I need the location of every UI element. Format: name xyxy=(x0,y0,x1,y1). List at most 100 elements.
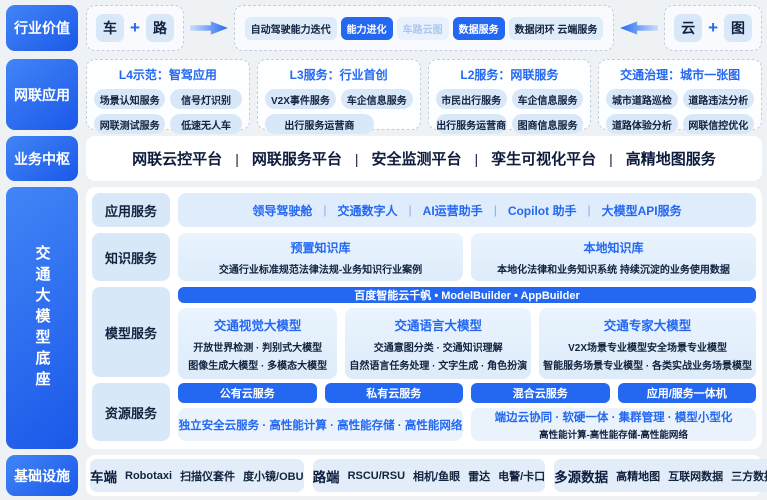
resource-pill: 应用/服务一体机 xyxy=(617,383,756,403)
model-line: 自然语言任务处理 · 文字生成 · 角色扮演 xyxy=(349,361,528,372)
model-line: 交通意图分类 · 交通知识理解 xyxy=(373,343,503,354)
app-service-item: 大模型API服务 xyxy=(601,203,682,218)
sidebar-item-industry-value: 行业价值 xyxy=(6,5,78,51)
service-pill: 图商信息服务 xyxy=(511,114,584,134)
app-services-bar: 领导驾驶舱 | 交通数字人 | AI运营助手 | Copilot 助手 | 大模… xyxy=(178,193,756,227)
infra-title: 路端 xyxy=(312,469,340,485)
card-desc: 本地化法律和业务知识系统 持续沉淀的业务使用数据 xyxy=(497,264,730,276)
infra-title: 车端 xyxy=(90,469,117,485)
sidebar-item-connected-apps: 网联应用 xyxy=(6,59,78,130)
card-desc: 交通行业标准规范法律法规-业务知识行业案例 xyxy=(218,264,423,276)
resource-card-line: 端边云协同 · 软硬一体 · 集群管理 · 模型小型化 xyxy=(494,411,733,424)
resource-card-line: 独立安全云服务 · 高性能计算 · 高性能存储 · 高性能网络 xyxy=(178,419,463,432)
model-line: V2X场景专业模型安全场景专业模型 xyxy=(568,343,727,354)
infra-item: 相机/鱼眼 xyxy=(413,470,461,483)
value-pill: 数据闭环 云端服务 xyxy=(508,16,604,40)
infra-item: 度小镜/OBU xyxy=(243,470,304,483)
plus-icon: + xyxy=(130,18,140,37)
app-section-governance: 交通治理：城市一张图 城市道路巡检 道路违法分析 道路体验分析 网联信控优化 xyxy=(598,59,762,134)
infrastructure-row: 车端 Robotaxi 扫描仪套件 度小镜/OBU 路端 RSCU/RSU 相机… xyxy=(86,455,767,496)
sidebar-item-infrastructure: 基础设施 xyxy=(6,455,78,496)
model-services-row: 模型服务 百度智能云千帆 • ModelBuilder • AppBuilder… xyxy=(92,287,756,379)
infra-item: RSCU/RSU xyxy=(347,469,406,482)
section-title: L4示范：智驾应用 xyxy=(118,68,217,82)
service-pill: 市民出行服务 xyxy=(435,89,507,109)
infra-group-vehicle: 车端 Robotaxi 扫描仪套件 度小镜/OBU xyxy=(90,459,304,492)
model-line: 图像生成大模型 · 多模态大模型 xyxy=(188,361,328,372)
infra-item: 扫描仪套件 xyxy=(180,470,236,483)
model-line: 智能服务场景专业模型 · 各类实战业务场景模型 xyxy=(543,361,752,372)
service-pill: 低速无人车 xyxy=(170,114,242,134)
knowledge-card-preset: 预置知识库 交通行业标准规范法律法规-业务知识行业案例 xyxy=(178,233,463,281)
pipe-separator: | xyxy=(474,150,479,167)
model-title: 交通视觉大模型 xyxy=(213,319,302,333)
platform-item: 安全监测平台 xyxy=(371,151,462,168)
pipe-separator: | xyxy=(323,203,327,217)
road-box: 路 xyxy=(145,14,174,42)
model-line: 开放世界检测 · 判别式大模型 xyxy=(193,343,323,354)
value-pill: 自动驾驶能力迭代 xyxy=(244,16,337,40)
row-label-knowledge: 知识服务 xyxy=(92,233,170,281)
pipe-separator: | xyxy=(408,203,412,217)
app-section-l2: L2服务：网联服务 市民出行服务 车企信息服务 出行服务运营商 图商信息服务 xyxy=(427,59,592,134)
infra-item: 互联网数据 xyxy=(668,470,724,483)
infra-group-road: 路端 RSCU/RSU 相机/鱼眼 雷达 电警/卡口 xyxy=(312,459,546,492)
infra-item: 高精地图 xyxy=(616,470,661,483)
value-chain-row: 车 + 路 自动驾驶能力迭代 能力进化 车路云图 数据服务 数据闭环 云端服务 … xyxy=(86,5,762,51)
model-title: 交通专家大模型 xyxy=(603,319,692,333)
service-pill: 场景认知服务 xyxy=(94,89,166,109)
pipe-separator: | xyxy=(235,150,239,167)
app-service-item: 领导驾驶舱 xyxy=(252,203,313,218)
qianfan-banner: 百度智能云千帆 • ModelBuilder • AppBuilder xyxy=(178,287,756,303)
service-pill: V2X事件服务 xyxy=(264,89,337,109)
value-pill: 车路云图 xyxy=(396,16,449,40)
resource-card-edge: 端边云协同 · 软硬一体 · 集群管理 · 模型小型化 高性能计算-高性能存储-… xyxy=(471,408,756,441)
arrow-right-icon xyxy=(189,21,228,35)
platform-item: 高精地图服务 xyxy=(625,151,716,168)
sidebar-item-business-hub: 业务中枢 xyxy=(6,136,78,181)
model-card-vision: 交通视觉大模型 开放世界检测 · 判别式大模型 图像生成大模型 · 多模态大模型 xyxy=(178,308,338,379)
vehicle-box: 车 xyxy=(96,14,124,42)
knowledge-card-local: 本地知识库 本地化法律和业务知识系统 持续沉淀的业务使用数据 xyxy=(471,233,756,281)
section-title: 交通治理：城市一张图 xyxy=(620,68,741,82)
plus-icon: + xyxy=(708,18,718,37)
cloud-map-group: 云 + 图 xyxy=(664,5,762,51)
pipe-separator: | xyxy=(493,203,497,217)
card-title: 本地知识库 xyxy=(583,240,644,255)
vehicle-road-group: 车 + 路 xyxy=(86,5,184,51)
infra-item: 雷达 xyxy=(468,470,491,483)
capability-pills-group: 自动驾驶能力迭代 能力进化 车路云图 数据服务 数据闭环 云端服务 xyxy=(233,5,615,51)
model-base-panel: 应用服务 领导驾驶舱 | 交通数字人 | AI运营助手 | Copilot 助手… xyxy=(86,187,762,449)
section-title: L3服务：行业首创 xyxy=(289,68,388,82)
main-area: 车 + 路 自动驾驶能力迭代 能力进化 车路云图 数据服务 数据闭环 云端服务 … xyxy=(86,0,767,500)
infra-item: 电警/卡口 xyxy=(498,470,546,483)
resource-card-subline: 高性能计算-高性能存储-高性能网络 xyxy=(539,429,688,441)
app-section-l4: L4示范：智驾应用 场景认知服务 信号灯识别 网联测试服务 低速无人车 xyxy=(86,59,250,134)
infra-group-data: 多源数据 高精地图 互联网数据 三方数据 xyxy=(554,459,767,492)
infra-title: 多源数据 xyxy=(554,469,609,485)
resource-services-row: 资源服务 公有云服务 私有云服务 混合云服务 应用/服务一体机 独立安全云服务 … xyxy=(92,383,756,441)
service-pill: 城市道路巡检 xyxy=(606,89,678,109)
connected-apps-row: L4示范：智驾应用 场景认知服务 信号灯识别 网联测试服务 低速无人车 L3服务… xyxy=(86,59,762,134)
row-label-resources: 资源服务 xyxy=(92,383,170,441)
section-title: L2服务：网联服务 xyxy=(460,68,559,82)
model-card-language: 交通语言大模型 交通意图分类 · 交通知识理解 自然语言任务处理 · 文字生成 … xyxy=(345,308,532,379)
pipe-separator: | xyxy=(609,150,613,167)
platform-item: 网联服务平台 xyxy=(251,151,342,168)
model-card-expert: 交通专家大模型 V2X场景专业模型安全场景专业模型 智能服务场景专业模型 · 各… xyxy=(539,308,756,379)
pipe-separator: | xyxy=(587,203,591,217)
row-label-app-services: 应用服务 xyxy=(92,193,170,227)
app-section-l3: L3服务：行业首创 V2X事件服务 车企信息服务 出行服务运营商 xyxy=(256,59,421,134)
resource-pill: 私有云服务 xyxy=(324,383,463,403)
platform-item: 网联云控平台 xyxy=(132,151,223,168)
service-pill: 信号灯识别 xyxy=(170,89,242,109)
platform-strip: 网联云控平台 | 网联服务平台 | 安全监测平台 | 孪生可视化平台 | 高精地… xyxy=(86,136,762,181)
service-pill: 出行服务运营商 xyxy=(435,114,507,134)
service-pill: 道路体验分析 xyxy=(606,114,678,134)
model-title: 交通语言大模型 xyxy=(394,319,482,333)
value-pill: 能力进化 xyxy=(340,16,393,40)
sidebar-item-model-base: 交通大模型底座 xyxy=(6,187,78,449)
app-service-item: Copilot 助手 xyxy=(507,203,577,218)
platform-item: 孪生可视化平台 xyxy=(491,151,597,168)
